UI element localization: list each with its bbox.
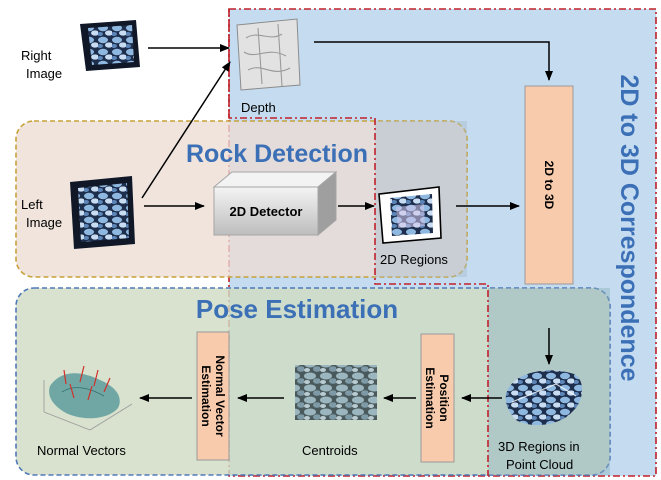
correspondence-title: 2D to 3D Correspondence xyxy=(615,74,643,381)
normal-vector-label-line1: Normal Vector xyxy=(213,355,227,437)
left-image-label-line2: Image xyxy=(26,215,62,230)
right-image-label-line2: Image xyxy=(26,66,62,81)
position-estimation-label-line1: Position xyxy=(437,374,451,421)
detector-block xyxy=(212,170,338,237)
to3d-block xyxy=(524,85,574,285)
regions-2d-label: 2D Regions xyxy=(380,252,448,267)
position-estimation-label-line2: Estimation xyxy=(423,367,437,428)
normal-vector-label-line2: Estimation xyxy=(199,365,213,426)
left-image-label-line1: Left xyxy=(21,197,43,212)
regions-3d-thumbnail xyxy=(505,370,583,426)
normal-vector-block xyxy=(196,331,230,461)
left-image-thumbnail xyxy=(70,176,135,249)
detector-label: 2D Detector xyxy=(230,204,303,219)
pose-estimation-title: Pose Estimation xyxy=(196,294,398,324)
correspondence-boundary xyxy=(228,9,489,476)
normal-vectors-plot xyxy=(43,365,133,431)
centroids-thumbnail xyxy=(295,365,377,420)
depth-map-thumbnail xyxy=(236,18,301,91)
regions-3d-label-line1: 3D Regions in xyxy=(498,439,580,454)
rock-detection-title: Rock Detection xyxy=(186,140,368,168)
right-image-label-line1: Right xyxy=(21,48,52,63)
normal-vectors-label: Normal Vectors xyxy=(37,443,126,458)
arrow-left-to-depth xyxy=(141,61,231,199)
position-estimation-block xyxy=(420,333,455,463)
regions-3d-label-line2: Point Cloud xyxy=(506,457,573,472)
regions-2d-thumbnail xyxy=(378,186,442,244)
depth-label: Depth xyxy=(241,100,276,115)
arrow-depth-to-3d xyxy=(314,41,553,81)
to3d-label: 2D to 3D xyxy=(542,161,556,210)
right-image-thumbnail xyxy=(80,20,140,71)
centroids-label: Centroids xyxy=(302,443,358,458)
